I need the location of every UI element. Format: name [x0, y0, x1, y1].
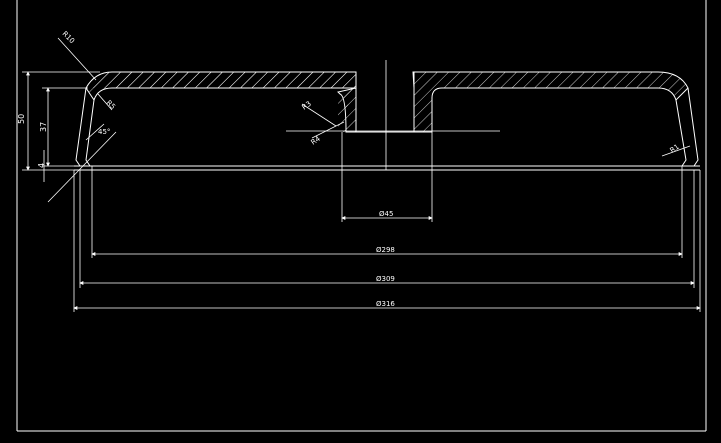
- dim-radius-inner: R5: [105, 99, 117, 111]
- top-wall-right: [412, 71, 689, 133]
- dim-radius-hub-small: R4: [310, 134, 323, 146]
- side-walls: [75, 87, 699, 167]
- hub-bore: [355, 72, 415, 133]
- dim-dia-inner: Ø298: [376, 246, 395, 254]
- diameter-dimensions: [73, 132, 701, 312]
- dim-dia-hub: Ø45: [379, 210, 393, 218]
- hub-left-fillet: [337, 87, 357, 133]
- dim-height-small: 4: [37, 163, 46, 168]
- radius-leaders: [47, 37, 691, 203]
- part-section: [74, 71, 700, 171]
- centerlines: [286, 60, 500, 170]
- dim-radius-right: R1: [669, 143, 681, 155]
- dim-radius-hub: R3: [301, 100, 313, 112]
- top-wall-left-band: [85, 71, 357, 102]
- dim-height-total: 50: [17, 114, 26, 124]
- dim-height-inner: 37: [39, 122, 48, 132]
- drawing-frame: [16, 0, 707, 432]
- dim-dia-mid: Ø309: [376, 275, 395, 283]
- base-lines: [74, 165, 700, 171]
- dim-dia-outer: Ø316: [376, 300, 395, 308]
- vertical-dimensions: [22, 71, 100, 182]
- dim-angle: 45°: [98, 128, 110, 136]
